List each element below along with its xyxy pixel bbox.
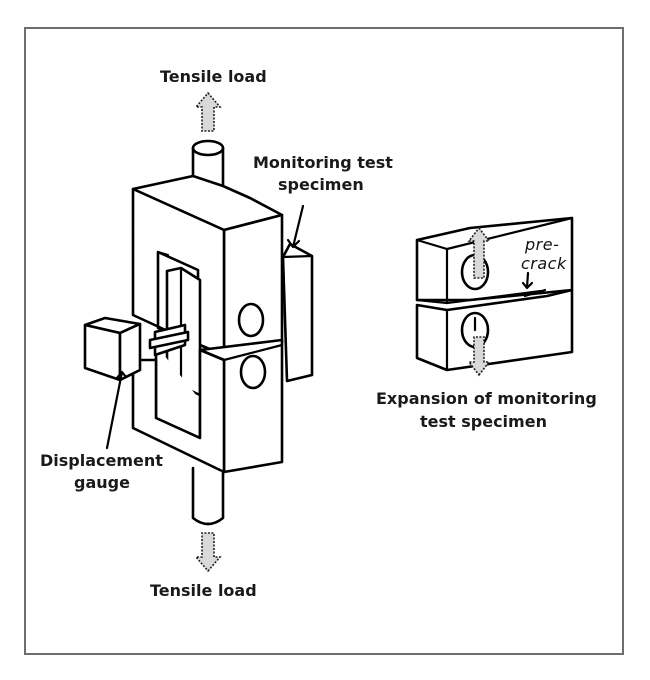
pre-crack-pointer-icon — [521, 271, 534, 290]
specimen-pull-arrow-down-icon — [467, 336, 491, 377]
pre-crack-label-line1: pre- — [525, 235, 560, 254]
lower-loading-rod — [191, 466, 225, 526]
tensile-load-arrow-up-icon — [194, 91, 222, 132]
monitoring-specimen-label-line2: specimen — [278, 175, 364, 194]
monitoring-specimen-block — [281, 242, 314, 383]
displacement-gauge-device — [83, 316, 190, 382]
expansion-label-line2: test specimen — [420, 412, 547, 431]
expansion-label-line1: Expansion of monitoring — [376, 389, 597, 408]
specimen-pull-arrow-up-icon — [467, 226, 491, 279]
upper-grip — [131, 174, 284, 357]
pre-crack-label-line2: crack — [521, 254, 567, 273]
displacement-gauge-label-line2: gauge — [74, 473, 130, 492]
tensile-load-arrow-down-icon — [194, 532, 222, 573]
lower-grip — [131, 338, 284, 474]
monitoring-specimen-label-line1: Monitoring test — [253, 153, 393, 172]
expanded-specimen — [415, 216, 574, 372]
tensile-load-top-label: Tensile load — [160, 67, 267, 86]
displacement-gauge-leader — [105, 370, 128, 450]
tensile-load-bottom-label: Tensile load — [150, 581, 257, 600]
monitoring-specimen-leader — [286, 204, 305, 249]
displacement-gauge-label-line1: Displacement — [40, 451, 163, 470]
